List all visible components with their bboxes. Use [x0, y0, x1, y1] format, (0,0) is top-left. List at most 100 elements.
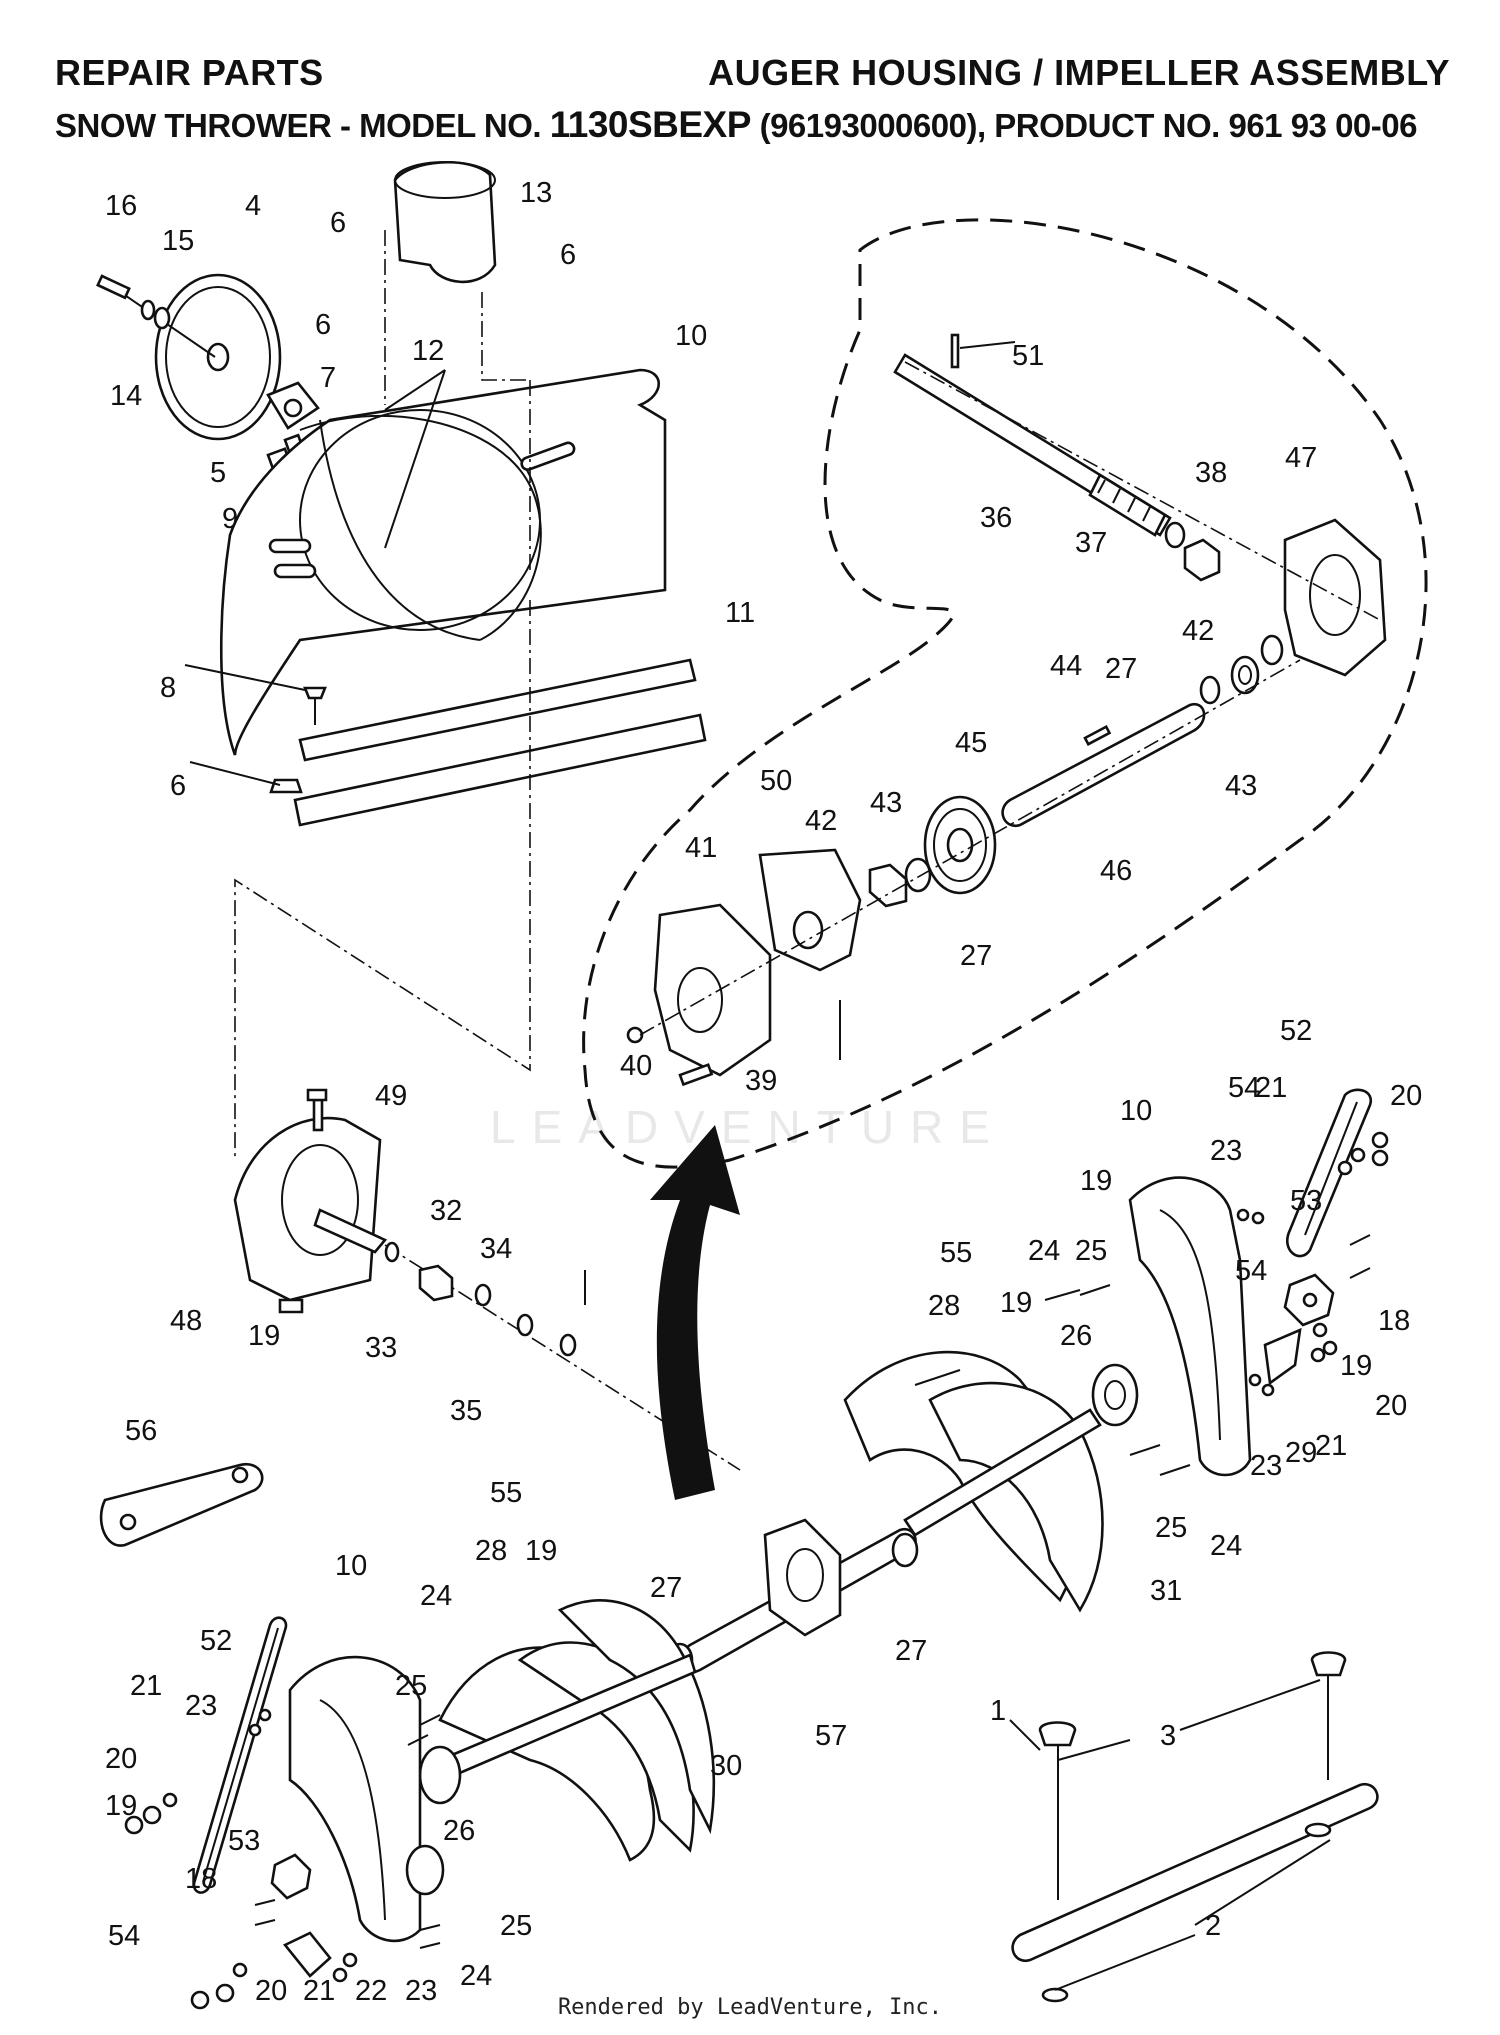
callout-35: 35 [450, 1395, 482, 1427]
left-auger-group [124, 1599, 715, 2010]
callout-3: 3 [1160, 1720, 1176, 1752]
callout-6-b: 6 [560, 239, 576, 271]
shave-plate-part [1011, 1782, 1379, 1963]
callout-19-d: 19 [248, 1320, 280, 1352]
impeller-housing-group [233, 1088, 741, 1471]
callout-54-c: 54 [108, 1920, 140, 1952]
leader-lines [184, 341, 1331, 1991]
right-auger-group [843, 1088, 1389, 1613]
callout-10-b: 10 [1120, 1095, 1152, 1127]
callout-24-b: 24 [1210, 1530, 1242, 1562]
callout-23-d: 23 [405, 1975, 437, 2007]
subtitle-prefix: SNOW THROWER - MODEL NO. [55, 107, 542, 144]
callout-4: 4 [245, 190, 261, 222]
callout-57: 57 [815, 1720, 847, 1752]
callout-43-b: 43 [870, 787, 902, 819]
callout-50: 50 [760, 765, 792, 797]
auger-housing-group [96, 160, 707, 1160]
callout-55-a: 55 [940, 1237, 972, 1269]
callout-28-a: 28 [928, 1290, 960, 1322]
callout-29: 29 [1285, 1437, 1317, 1469]
auger-housing-part [219, 368, 667, 756]
callout-38: 38 [1195, 457, 1227, 489]
callout-22: 22 [355, 1975, 387, 2007]
callout-25-c: 25 [395, 1670, 427, 1702]
header-right-title: AUGER HOUSING / IMPELLER ASSEMBLY [708, 52, 1450, 93]
footer-credit: Rendered by LeadVenture, Inc. [557, 1995, 943, 2020]
callout-33: 33 [365, 1332, 397, 1364]
callout-labels: 1 2 3 4 5 6 6 6 6 7 8 9 10 10 10 11 12 1… [105, 177, 1422, 2007]
watermark-text: LEADVENTURE [490, 1101, 1006, 1153]
callout-7: 7 [320, 362, 336, 394]
header-left-title: REPAIR PARTS [55, 52, 324, 93]
auger-shaft-part [1001, 702, 1206, 828]
callout-19-e: 19 [525, 1535, 557, 1567]
callout-11: 11 [725, 597, 755, 629]
callout-28-b: 28 [475, 1535, 507, 1567]
callout-55-b: 55 [490, 1477, 522, 1509]
callout-54-b: 54 [1235, 1255, 1267, 1287]
subtitle-suffix: (96193000600), PRODUCT NO. 961 93 00-06 [759, 107, 1418, 144]
callout-21-a: 21 [1255, 1072, 1287, 1104]
callout-40: 40 [620, 1050, 652, 1082]
callout-36: 36 [980, 502, 1012, 534]
callout-30: 30 [710, 1750, 742, 1782]
callout-54-a: 54 [1228, 1072, 1260, 1104]
callout-31: 31 [1150, 1575, 1182, 1607]
callout-19-b: 19 [1000, 1287, 1032, 1319]
callout-27-d: 27 [895, 1635, 927, 1667]
callout-49: 49 [375, 1080, 407, 1112]
shave-plate-group [1011, 1651, 1379, 2003]
callout-14: 14 [110, 380, 142, 412]
gear-housing-left-part [653, 903, 772, 1077]
callout-24-d: 24 [460, 1960, 492, 1992]
gearbox-detail-group [626, 333, 1387, 1087]
callout-15: 15 [162, 225, 194, 257]
callout-23-a: 23 [1210, 1135, 1242, 1167]
callout-6-c: 6 [315, 309, 331, 341]
callout-21-d: 21 [303, 1975, 335, 2007]
callout-9: 9 [222, 503, 238, 535]
callout-34: 34 [480, 1233, 512, 1265]
callout-27-a: 27 [1105, 653, 1137, 685]
callout-53-a: 53 [1290, 1185, 1322, 1217]
callout-25-d: 25 [500, 1910, 532, 1942]
callout-6-d: 6 [170, 770, 186, 802]
callout-47: 47 [1285, 442, 1317, 474]
callout-27-b: 27 [960, 940, 992, 972]
callout-41: 41 [685, 832, 717, 864]
callout-19-f: 19 [105, 1790, 137, 1822]
callout-26-b: 26 [443, 1815, 475, 1847]
mounting-bracket-part [99, 1462, 264, 1547]
callout-20-a: 20 [1390, 1080, 1422, 1112]
callout-48: 48 [170, 1305, 202, 1337]
callout-24-c: 24 [420, 1580, 452, 1612]
callout-13: 13 [520, 177, 552, 209]
header-subtitle: SNOW THROWER - MODEL NO. 1130SBEXP (9619… [55, 104, 1417, 146]
callout-12: 12 [412, 335, 444, 367]
model-number: 1130SBEXP [549, 104, 752, 145]
callout-42-a: 42 [1182, 615, 1214, 647]
callout-6-a: 6 [330, 207, 346, 239]
callout-39: 39 [745, 1065, 777, 1097]
callout-46: 46 [1100, 855, 1132, 887]
gasket-part [758, 848, 862, 972]
callout-56: 56 [125, 1415, 157, 1447]
chute-part [393, 160, 497, 284]
callout-20-c: 20 [105, 1743, 137, 1775]
left-skid-shoe-part [288, 1655, 422, 1943]
callout-5: 5 [210, 457, 226, 489]
callout-25-a: 25 [1075, 1235, 1107, 1267]
scraper-bar-part [298, 658, 697, 762]
callout-53-b: 53 [228, 1825, 260, 1857]
callout-10-a: 10 [675, 320, 707, 352]
callout-23-c: 23 [185, 1690, 217, 1722]
callout-45: 45 [955, 727, 987, 759]
right-skid-shoe-part [1128, 1176, 1252, 1477]
callout-43-a: 43 [1225, 770, 1257, 802]
callout-8: 8 [160, 672, 176, 704]
callout-27-c: 27 [650, 1572, 682, 1604]
callout-20-b: 20 [1375, 1390, 1407, 1422]
callout-18-a: 18 [1378, 1305, 1410, 1337]
